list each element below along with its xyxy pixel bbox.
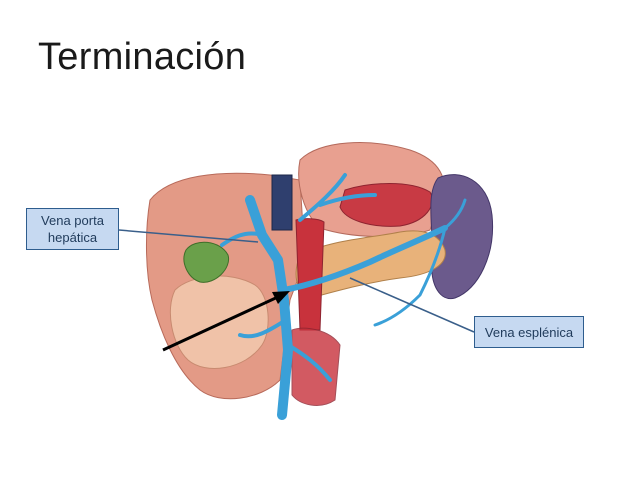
- portal-vein-label: Vena porta hepática: [26, 208, 119, 250]
- portal-vein-leader: [118, 229, 259, 243]
- duodenum: [169, 275, 269, 369]
- vena-cava: [271, 174, 293, 231]
- portal-vein-label-line2: hepática: [47, 230, 98, 245]
- splenic-branches: [373, 198, 467, 327]
- gastric-veins: [220, 173, 377, 247]
- spleen: [430, 174, 494, 300]
- arrowhead: [272, 291, 290, 304]
- splenic-vein-label: Vena esplénica: [474, 316, 584, 348]
- stomach-inner: [339, 183, 433, 227]
- mesenteric-vein: [238, 318, 332, 382]
- gallbladder: [183, 241, 230, 283]
- aorta: [295, 218, 325, 331]
- portal-vein: [245, 195, 293, 420]
- slide-title: Terminación: [38, 36, 247, 78]
- portal-vein-label-line1: Vena porta: [41, 213, 104, 228]
- splenic-vein-leader: [349, 277, 475, 333]
- black-arrow-icon: [162, 294, 281, 352]
- splenic-vein: [281, 225, 448, 293]
